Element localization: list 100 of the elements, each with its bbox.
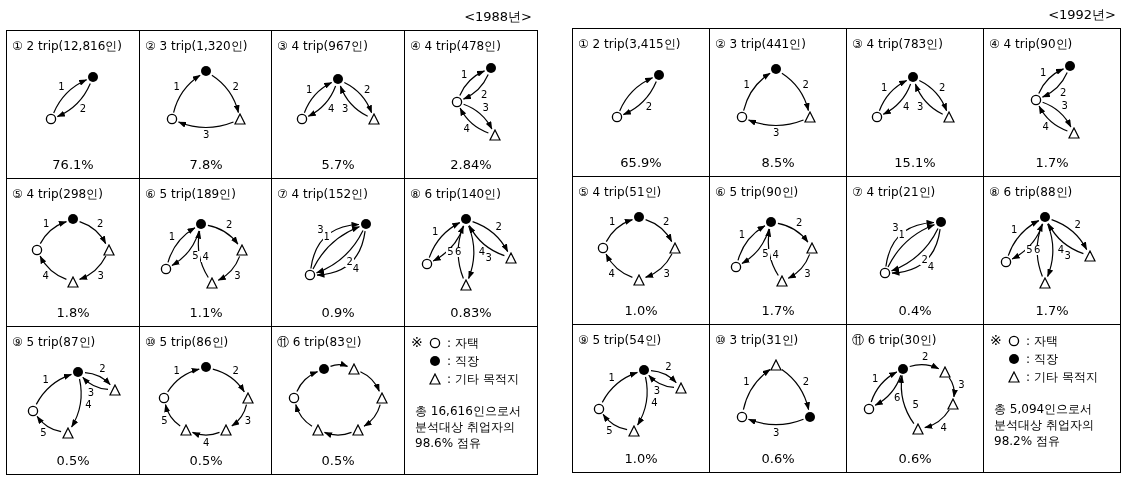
edge-label: 1: [167, 232, 177, 243]
dot-marker: [460, 213, 472, 226]
dot-marker: [195, 218, 207, 231]
cell-heading: ⑥ 5 trip(189인): [145, 186, 236, 203]
dot-marker: [87, 71, 99, 83]
edge-label: 1: [870, 374, 880, 385]
circle-marker: [27, 404, 39, 417]
edge-label: 2: [644, 101, 654, 112]
trip-chain-cell: [983, 28, 1121, 177]
cell-heading: ⑤ 4 trip(298인): [12, 186, 103, 203]
share-percent: 0.6%: [897, 451, 933, 466]
edge-label: 2: [937, 82, 947, 93]
cell-heading: ⑧ 6 trip(88인): [989, 184, 1073, 201]
edge-label: 3: [202, 130, 211, 141]
share-percent: 5.7%: [320, 157, 356, 172]
share-percent: 8.5%: [760, 155, 796, 170]
arrow: [35, 373, 72, 405]
edge-label: 3: [481, 102, 490, 113]
dot-marker: [360, 218, 372, 231]
cell-heading: ⑥ 5 trip(90인): [715, 184, 799, 201]
edge-label: 4: [202, 438, 211, 449]
arrow: [82, 376, 109, 390]
edge-label: 3: [652, 386, 662, 397]
arrow: [167, 368, 200, 393]
cell-heading: ⑦ 4 trip(21인): [852, 184, 936, 201]
share-percent: 1.0%: [623, 451, 659, 466]
arrow: [787, 253, 811, 279]
circle-marker: [1000, 256, 1012, 269]
triangle-marker: [312, 423, 324, 436]
share-percent: 65.9%: [619, 155, 663, 170]
dot-marker: [804, 410, 816, 423]
cell-heading: ⑩ 3 trip(31인): [715, 332, 799, 349]
edge-label: 3: [341, 104, 350, 115]
edge-label: 1: [460, 70, 469, 80]
trip-chain-cell: [271, 326, 405, 475]
arrow: [217, 255, 241, 281]
edge-label: 5: [605, 426, 614, 437]
triangle-marker: [62, 427, 74, 439]
share-percent: 0.9%: [320, 305, 356, 320]
arrow: [1047, 223, 1054, 278]
arrow: [650, 370, 677, 384]
edge-label: 2: [801, 79, 810, 90]
circle-marker: [611, 111, 623, 124]
triangle-marker: [943, 111, 955, 124]
edge-label: 3: [243, 416, 253, 427]
note-text: 총 5,094인으로서 분석대상 취업자의 98.2% 점유: [994, 401, 1095, 449]
share-percent: 7.8%: [188, 157, 224, 172]
edge-label: 2: [662, 216, 671, 227]
trip-chain-cell: [271, 30, 405, 179]
edge-label: 3: [803, 268, 812, 279]
edge-label: 3: [662, 269, 671, 280]
circle-marker: [288, 391, 300, 404]
triangle-marker: [234, 113, 246, 126]
triangle-marker: [1039, 277, 1051, 289]
triangle-marker: [939, 365, 951, 378]
share-percent: 0.83%: [449, 305, 493, 320]
edge-label: 3: [86, 388, 96, 399]
arrow: [39, 221, 67, 245]
triangle-marker: [669, 241, 681, 254]
edge-label: 4: [901, 102, 911, 113]
edge-label: 4: [1041, 122, 1050, 133]
reference-mark: ※: [411, 334, 423, 350]
year-heading: <1988년>: [464, 8, 532, 26]
arrow: [898, 374, 915, 425]
edge-label: 2: [494, 222, 503, 232]
legend-label: : 자택: [447, 335, 479, 352]
edge-label: 2: [1073, 220, 1082, 230]
edge-label: 1: [305, 84, 314, 95]
edge-label: 4: [939, 422, 948, 433]
edge-label: 1: [742, 79, 751, 90]
triangle-marker: [912, 423, 924, 436]
arrow: [191, 431, 221, 438]
table-panel: [572, 6, 1120, 472]
triangle-marker: [220, 423, 232, 436]
edge-label: 4: [462, 124, 471, 135]
triangle-marker: [376, 391, 388, 404]
share-percent: 1.7%: [760, 303, 796, 318]
circle-marker: [451, 95, 463, 108]
arrow: [645, 253, 673, 278]
edge-label: 1: [607, 372, 616, 383]
edge-label: 1: [607, 216, 617, 227]
edge-label: 3: [233, 270, 242, 281]
edge-label: 3: [891, 223, 900, 234]
edge-label: 4: [926, 262, 936, 273]
arrow: [173, 74, 201, 114]
triangle-marker: [804, 111, 816, 124]
legend-cell: [404, 326, 538, 475]
share-percent: 15.1%: [893, 155, 937, 170]
legend-label: : 자택: [1026, 333, 1058, 350]
edge-label: 5: [39, 428, 48, 439]
edge-label: 1: [737, 230, 747, 241]
edge-label: 4: [201, 251, 210, 262]
cell-heading: ① 2 trip(3,415인): [578, 36, 681, 53]
dot-marker: [1039, 211, 1051, 224]
edge-label: 4: [1056, 245, 1066, 256]
cell-heading: ⑧ 6 trip(140인): [410, 186, 501, 203]
edge-label: 2: [96, 218, 105, 229]
circle-marker: [304, 269, 316, 282]
arrow: [71, 378, 82, 428]
arrow: [602, 413, 628, 431]
